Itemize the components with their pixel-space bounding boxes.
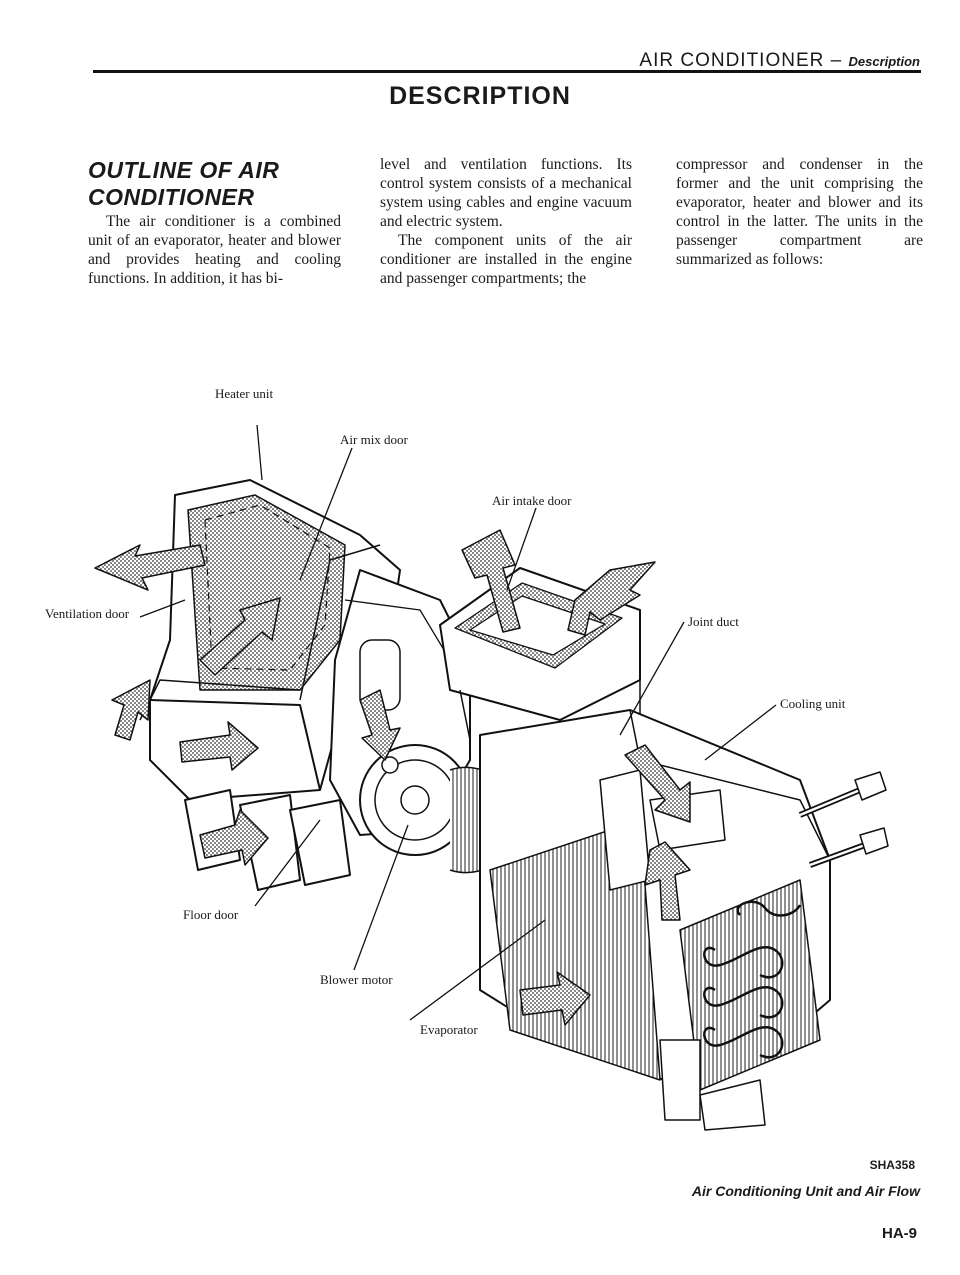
section-heading-line1: OUTLINE OF AIR — [88, 157, 280, 183]
page-title: DESCRIPTION — [389, 82, 571, 110]
refrigerant-pipes — [798, 771, 889, 868]
label-air-intake-door: Air intake door — [492, 493, 572, 508]
running-header: AIR CONDITIONER – Description — [639, 50, 920, 72]
figure-caption: Air Conditioning Unit and Air Flow — [691, 1183, 920, 1199]
label-cooling-unit: Cooling unit — [780, 696, 846, 711]
label-floor-door: Floor door — [183, 907, 239, 922]
airflow-arrow — [94, 544, 206, 591]
airflow-arrow — [519, 971, 591, 1026]
paragraph: The component units of the air condition… — [380, 232, 632, 287]
text-column-1: The air conditioner is a combined unit o… — [88, 212, 341, 288]
page-number: HA-9 — [881, 1225, 917, 1242]
label-joint-duct: Joint duct — [688, 614, 739, 629]
label-ventilation-door: Ventilation door — [45, 606, 130, 621]
section-heading: OUTLINE OF AIR CONDITIONER — [88, 157, 328, 211]
airflow-arrow — [179, 721, 259, 771]
airflow-arrow — [624, 744, 691, 823]
paragraph: level and ventilation functions. Its con… — [380, 156, 632, 230]
paragraph: compressor and condenser in the former a… — [676, 156, 923, 268]
airflow-arrow — [644, 841, 691, 921]
airflow-arrows — [94, 529, 691, 1026]
header-subsection: Description — [848, 54, 920, 69]
header-dash: – — [824, 50, 849, 71]
header-section: AIR CONDITIONER — [639, 50, 825, 71]
section-heading-line2: CONDITIONER — [88, 184, 255, 210]
airflow-arrow — [111, 679, 151, 741]
airflow-arrow — [199, 809, 269, 866]
text-column-2: level and ventilation functions. Its con… — [380, 155, 632, 288]
text-column-3: compressor and condenser in the former a… — [676, 155, 923, 269]
label-evaporator: Evaporator — [420, 1022, 478, 1037]
label-air-mix-door: Air mix door — [340, 432, 408, 447]
header-rule — [93, 70, 921, 73]
airflow-arrow — [461, 529, 521, 633]
airflow-arrow — [199, 597, 281, 676]
leader-lines — [139, 424, 777, 1021]
label-blower-motor: Blower motor — [320, 972, 393, 987]
paragraph: The air conditioner is a combined unit o… — [88, 213, 341, 287]
label-heater-unit: Heater unit — [215, 386, 274, 401]
evaporator-coil-tubes — [703, 900, 802, 1059]
airflow-arrow — [359, 689, 401, 761]
figure-code: SHA358 — [869, 1158, 915, 1172]
airflow-arrow — [567, 561, 656, 636]
